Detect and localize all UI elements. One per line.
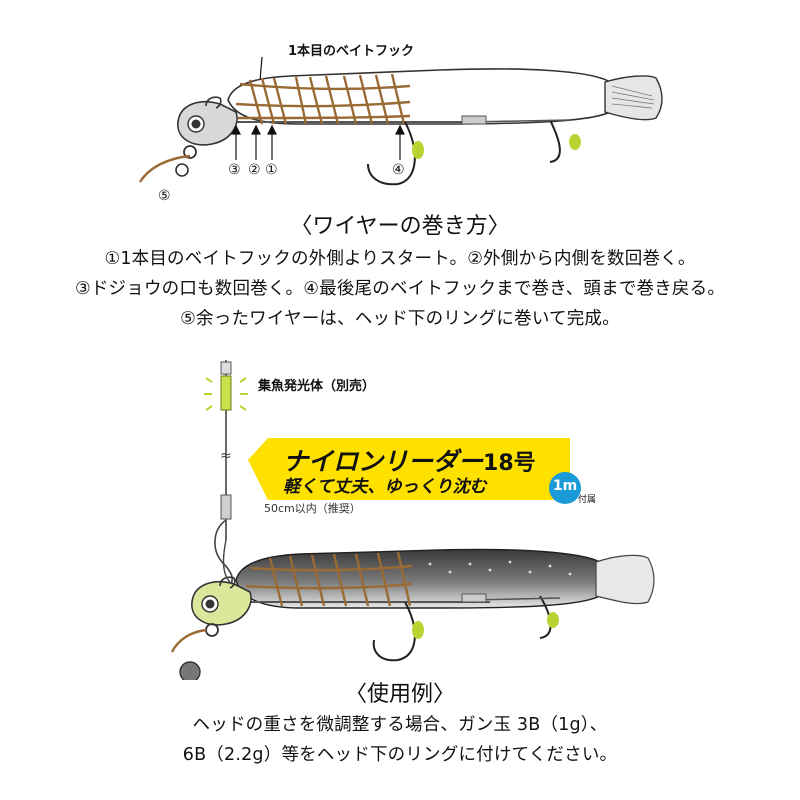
usage-line-2: 6B（2.2g）等をヘッド下のリングに付けてください。: [182, 745, 618, 765]
length-badge: [549, 472, 581, 504]
split-shot: [179, 661, 201, 680]
lure-body-outline: [227, 68, 660, 125]
wire-step-line-3: ⑤余ったワイヤーは、ヘッド下のリングに巻いて完成。: [180, 309, 620, 329]
length-note: 50cm以内（推奨）: [264, 502, 361, 515]
svg-text:≈: ≈: [220, 448, 232, 464]
marker-3: ③: [228, 162, 241, 178]
badge-text: 1m: [552, 478, 578, 494]
marker-2: ②: [248, 162, 261, 178]
banner-main-text: ナイロンリーダー18号: [283, 442, 536, 478]
wire-step-line-1: ①1本目のベイトフックの外側よりスタート。②外側から内側を数回巻く。: [104, 249, 696, 269]
banner-size: 18号: [483, 451, 536, 476]
first-bait-hook-label: 1本目のベイトフック: [288, 44, 415, 59]
wire-section-title: 〈ワイヤーの巻き方〉: [290, 214, 510, 239]
lure-body: [235, 548, 650, 609]
trailing-wire: [138, 154, 191, 183]
leader-banner: [248, 438, 570, 500]
hook-bead: [412, 141, 424, 159]
usage-example-diagram: ≈: [170, 360, 655, 680]
glow-light-label: 集魚発光体（別売）: [258, 379, 376, 394]
wire-wrapping-diagram: [138, 56, 663, 186]
badge-note: 付属: [578, 495, 597, 505]
marker-5: ⑤: [158, 188, 171, 204]
usage-wire-wraps: [245, 551, 413, 607]
marker-1: ①: [265, 162, 278, 178]
banner-sub-text: 軽くて丈夫、ゆっくり沈む: [283, 477, 487, 497]
marker-4: ④: [392, 162, 405, 178]
banner-product-name: ナイロンリーダー: [283, 447, 484, 476]
tail-hook-bead: [569, 134, 581, 150]
usage-jig-head: [191, 576, 252, 637]
wire-wraps: [235, 73, 411, 125]
usage-section-title: 〈使用例〉: [344, 682, 455, 707]
lure-tail: [604, 75, 663, 121]
wire-step-line-2: ③ドジョウの口も数回巻く。④最後尾のベイトフックまで巻き、頭まで巻き戻る。: [74, 279, 726, 299]
bait-hooks: [367, 119, 561, 186]
jig-head: [177, 96, 238, 159]
usage-line-1: ヘッドの重さを微調整する場合、ガン玉 3B（1g）、: [192, 715, 608, 735]
glow-light-stick: [204, 375, 248, 411]
